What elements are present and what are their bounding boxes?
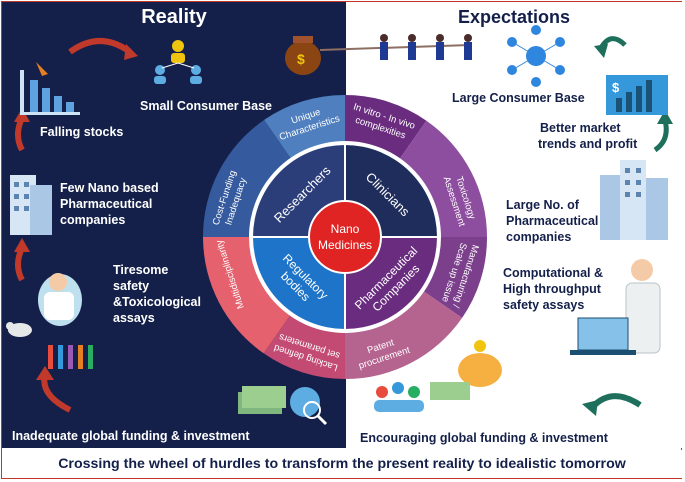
label-better-2: trends and profit (538, 137, 638, 151)
svg-text:$: $ (612, 80, 620, 95)
community-people-icon (374, 382, 424, 412)
label-tiresome-4: assays (113, 311, 155, 325)
test-tubes-icon (48, 345, 93, 369)
money-bag-icon: $ (285, 36, 321, 75)
green-arrow-head-icon (582, 400, 598, 416)
label-large-no-1: Large No. of (506, 198, 579, 212)
label-tiresome-1: Tiresome (113, 263, 169, 277)
hurdles-wheel (202, 94, 488, 380)
small-consumer-icon (154, 40, 202, 84)
label-tiresome-3: &Toxicological (113, 295, 201, 309)
label-large-consumer: Large Consumer Base (452, 91, 585, 105)
label-large-no-2: Pharmaceutical (506, 214, 599, 228)
expectations-header: Expectations (457, 7, 571, 27)
doctor-icon (625, 259, 661, 354)
label-computational-3: safety assays (503, 298, 585, 312)
tug-of-war-people-icon (380, 34, 472, 60)
laptop-icon (570, 317, 636, 355)
red-arrow-head-icon (36, 366, 54, 380)
label-falling-stocks: Falling stocks (40, 125, 124, 139)
piggy-bank-icon (458, 340, 502, 387)
label-tiresome-2: safety (113, 279, 150, 293)
red-arrow-head-icon (124, 44, 138, 60)
label-large-no-3: companies (506, 230, 572, 244)
label-few-nano-1: Few Nano based (60, 181, 159, 195)
center-label-2: Medicines (318, 238, 372, 252)
label-computational-1: Computational & (503, 266, 603, 280)
figure-caption: Crossing the wheel of hurdles to transfo… (2, 450, 682, 478)
buildings-icon (10, 175, 52, 235)
center-label-1: Nano (331, 222, 360, 236)
label-computational-2: High throughput (503, 282, 601, 296)
label-better-1: Better market (540, 121, 621, 135)
falling-stocks-icon (20, 62, 80, 115)
green-arrow-head-icon (657, 110, 673, 124)
money-hand-icon (238, 386, 286, 414)
network-icon (507, 25, 565, 87)
green-arrow-head-icon (594, 44, 608, 58)
reality-header: Reality (2, 2, 346, 32)
outer-label-multidisc: Multidisciplinarity (214, 238, 247, 310)
globe-search-icon (290, 387, 328, 426)
money-stack-icon (430, 382, 470, 400)
red-arrow-head-icon (14, 238, 30, 252)
lab-rat-icon (6, 322, 32, 337)
inner-label-researchers: Researchers (271, 163, 334, 226)
growth-chart-icon: $ (606, 75, 668, 115)
red-arrow-icon (68, 38, 132, 55)
label-small-consumer: Small Consumer Base (140, 99, 272, 113)
label-few-nano-3: companies (60, 213, 126, 227)
svg-text:$: $ (297, 51, 305, 67)
label-encouraging-funding: Encouraging global funding & investment (360, 431, 608, 445)
lab-scientist-icon (38, 273, 82, 326)
label-inadequate-funding: Inadequate global funding & investment (12, 429, 250, 443)
inner-label-clinicians: Clinicians (363, 169, 413, 219)
nano-medicines-core (308, 200, 382, 274)
label-few-nano-2: Pharmaceutical (60, 197, 153, 211)
buildings-right-icon (600, 160, 668, 240)
